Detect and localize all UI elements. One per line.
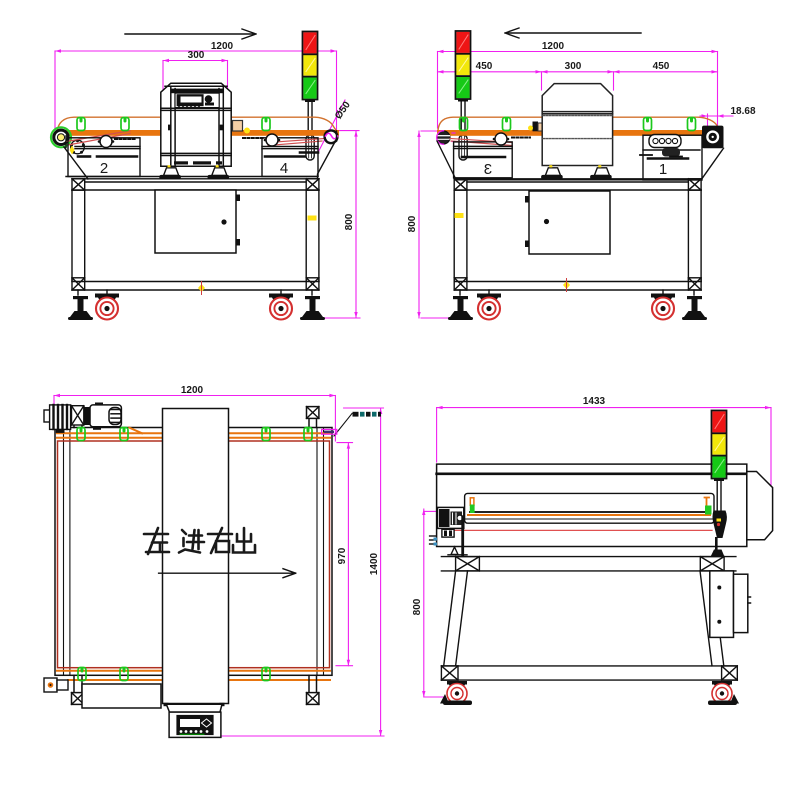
svg-text:2: 2 [100,160,108,177]
svg-text:800: 800 [407,215,418,232]
svg-text:1: 1 [659,161,667,178]
svg-text:18.68: 18.68 [730,106,755,117]
svg-text:1200: 1200 [181,385,204,396]
svg-text:1200: 1200 [211,41,234,52]
svg-text:300: 300 [188,50,205,61]
svg-text:970: 970 [337,547,348,564]
svg-text:1433: 1433 [583,396,606,407]
svg-text:300: 300 [565,61,582,72]
svg-text:800: 800 [412,598,423,615]
svg-text:1400: 1400 [369,552,380,575]
svg-text:800: 800 [344,213,355,230]
svg-text:3: 3 [484,161,492,178]
svg-text:450: 450 [653,61,670,72]
svg-text:1200: 1200 [542,41,565,52]
svg-text:450: 450 [476,61,493,72]
svg-text:4: 4 [280,160,288,177]
